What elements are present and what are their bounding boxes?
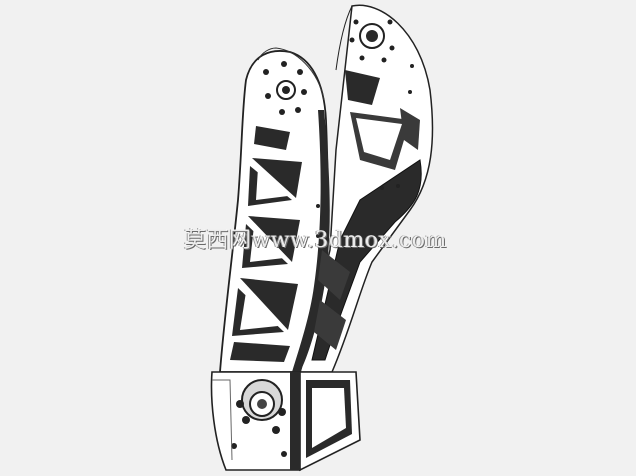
watermark-text: 莫西网www.3dmox.com [184, 228, 447, 253]
